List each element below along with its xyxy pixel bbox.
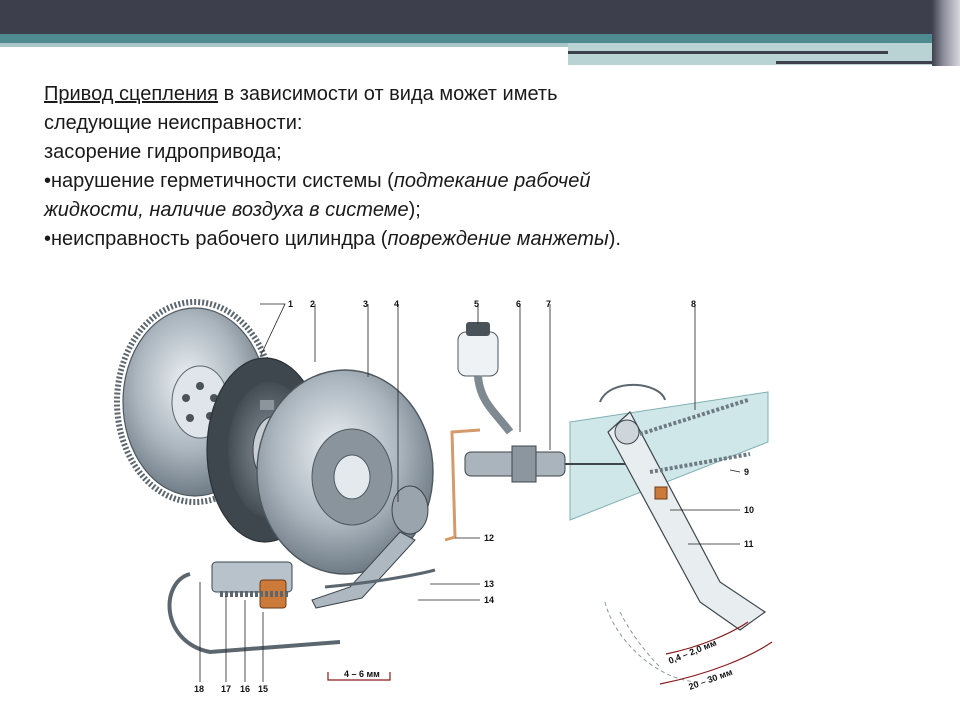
release-fork [311, 485, 429, 609]
pressure-plate [256, 369, 434, 575]
callout-17: 17 [221, 684, 231, 694]
fault-item-2-start: •неисправность рабочего цилиндра ( [44, 228, 388, 250]
slide-text: Привод сцепления в зависимости от вида м… [44, 80, 924, 254]
callout-1: 1 [288, 299, 293, 309]
dim-label-4-6: 4 – 6 мм [344, 669, 380, 679]
text-line-2: следующие неисправности: [44, 112, 303, 134]
callout-18: 18 [194, 684, 204, 694]
dim-bracket [327, 672, 391, 681]
fault-item-2-end: ). [608, 228, 621, 250]
fault-item-2: •неисправность рабочего цилиндра (повреж… [44, 225, 924, 254]
callout-5: 5 [474, 299, 479, 309]
clutch-pedal [599, 383, 767, 683]
header-band [0, 34, 960, 43]
callout-10: 10 [744, 505, 754, 515]
leader-lines [199, 303, 741, 682]
header-band-right [568, 43, 960, 65]
callout-8: 8 [691, 299, 696, 309]
header-band-light [0, 43, 568, 47]
dim-arc-outer [659, 641, 773, 685]
fault-item-1-detail-cont: жидкости, наличие воздуха в системе [44, 199, 409, 221]
fault-item-1-cont: жидкости, наличие воздуха в системе); [44, 196, 924, 225]
callout-15: 15 [258, 684, 268, 694]
page-curl-decoration [932, 0, 960, 66]
callout-16: 16 [240, 684, 250, 694]
master-cylinder [457, 322, 640, 483]
callout-12: 12 [484, 533, 494, 543]
slave-cylinder [167, 561, 341, 655]
fault-item-1-start: •нарушение герметичности системы ( [44, 170, 394, 192]
text-line-3: засорение гидропривода; [44, 141, 282, 163]
callout-4: 4 [394, 299, 399, 309]
clutch-diagram: 1 2 3 4 5 6 7 8 9 10 11 12 13 14 15 16 1… [114, 299, 773, 694]
callout-14: 14 [484, 595, 494, 605]
callout-3: 3 [363, 299, 368, 309]
callout-11: 11 [744, 539, 754, 549]
dim-arc-inner [665, 621, 749, 655]
callout-13: 13 [484, 579, 494, 589]
clutch-drive-link[interactable]: Привод сцепления [44, 83, 219, 105]
header-line-short [776, 61, 942, 64]
hose [324, 568, 436, 589]
text-line-1-rest: в зависимости от вида может иметь [218, 83, 558, 105]
fault-item-2-detail: повреждение манжеты [387, 228, 609, 250]
fault-item-1-end: ); [408, 199, 421, 221]
top-bar [0, 0, 960, 34]
hydraulic-line [444, 428, 481, 542]
fault-item-1: •нарушение герметичности системы (подтек… [44, 167, 924, 196]
callout-7: 7 [546, 299, 551, 309]
callout-6: 6 [516, 299, 521, 309]
fault-item-1-detail: подтекание рабочей [393, 170, 591, 192]
text-line-1: Привод сцепления в зависимости от вида м… [44, 80, 924, 109]
header-line [568, 51, 888, 54]
callout-2: 2 [310, 299, 315, 309]
callout-9: 9 [744, 467, 749, 477]
